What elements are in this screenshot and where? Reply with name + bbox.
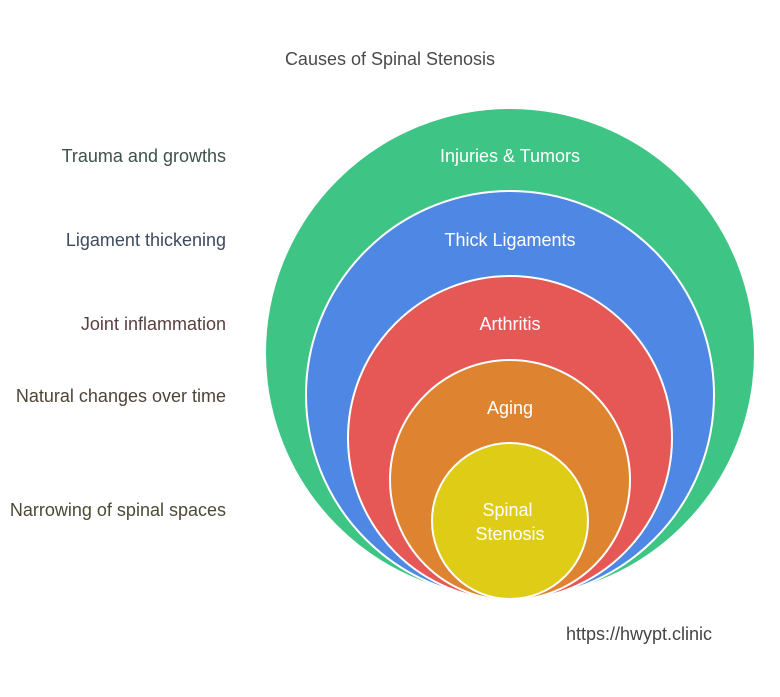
- footer-url: https://hwypt.clinic: [566, 624, 713, 644]
- description-trauma: Trauma and growths: [61, 146, 226, 166]
- circle-spinal-stenosis: [431, 442, 589, 600]
- label-injuries-tumors: Injuries & Tumors: [440, 146, 580, 166]
- label-spinal-stenosis: Spinal Stenosis: [475, 500, 544, 544]
- label-arthritis: Arthritis: [479, 314, 540, 334]
- label-thick-ligaments: Thick Ligaments: [444, 230, 575, 250]
- description-narrowing: Narrowing of spinal spaces: [9, 500, 226, 520]
- description-ligament: Ligament thickening: [65, 230, 226, 250]
- diagram-title: Causes of Spinal Stenosis: [284, 49, 496, 69]
- label-aging: Aging: [487, 398, 533, 418]
- description-natural: Natural changes over time: [15, 386, 226, 406]
- description-joint: Joint inflammation: [80, 314, 226, 334]
